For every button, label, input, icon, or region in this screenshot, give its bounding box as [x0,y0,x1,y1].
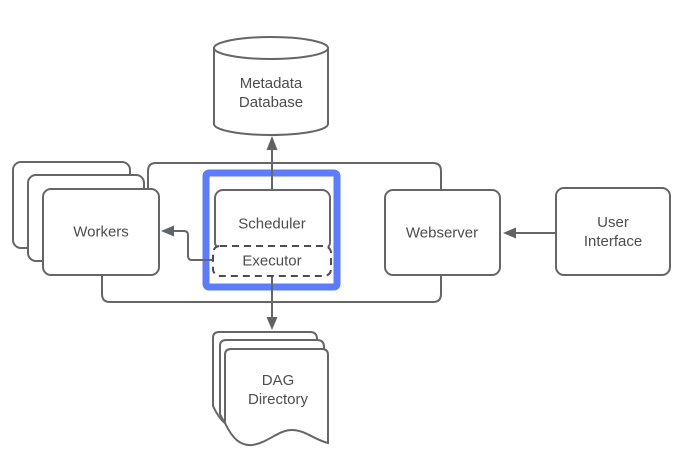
webserver-node[interactable] [384,189,501,276]
document-front [224,348,329,447]
workers-node[interactable] [12,161,160,276]
metadata-database-node[interactable] [213,36,329,136]
user-interface-node[interactable] [555,187,671,276]
arrowhead-down-icon [266,317,278,330]
arrow-executor-to-workers [173,230,213,261]
cylinder-body [213,47,329,136]
arrowhead-left-icon [161,225,174,237]
workers-stack-front [42,188,160,276]
arrowhead-left-icon [503,227,516,239]
cylinder-top [213,36,329,60]
dag-directory-node[interactable] [212,331,329,447]
scheduler-node[interactable] [214,189,331,251]
executor-node[interactable] [212,245,332,277]
arrowhead-up-icon [266,136,278,150]
